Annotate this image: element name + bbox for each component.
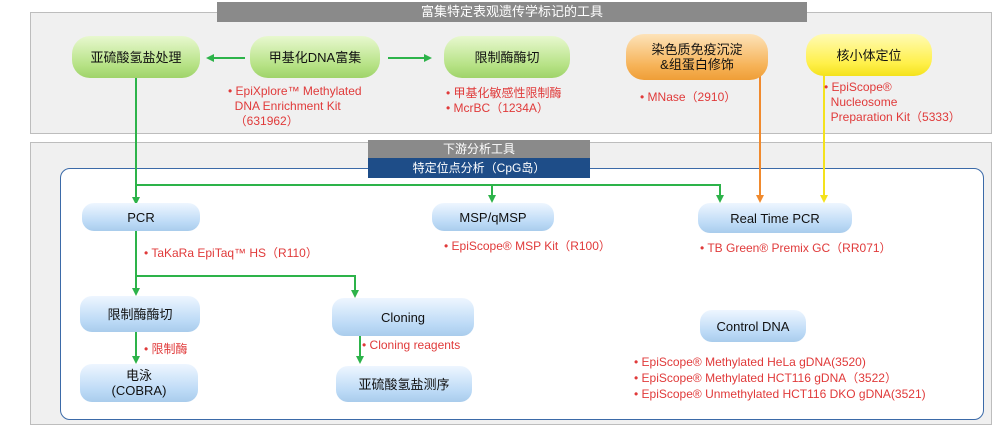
mnase-note: • MNase（2910）: [640, 90, 737, 104]
epixplore-note: • EpiXplore™ Methylated DNA Enrichment K…: [228, 84, 362, 128]
arrow-branch-to-msp: [136, 184, 496, 203]
nucleosome-positioning-node: 核小体定位: [806, 34, 932, 76]
nucleosome-kit-note: • EpiScope® Nucleosome Preparation Kit（5…: [824, 80, 961, 124]
control-dna-list-note: • EpiScope® Methylated HeLa gDNA(3520) •…: [634, 355, 926, 401]
arrow-branch-to-rtpcr: [492, 184, 724, 203]
msp-kit-note: • EpiScope® MSP Kit（R100）: [444, 239, 611, 253]
arrow-pcr-to-cloning: [136, 275, 359, 298]
methylated-dna-enrichment-node: 甲基化DNA富集: [250, 36, 380, 78]
real-time-pcr-node: Real Time PCR: [698, 203, 852, 233]
cloning-reagents-note: • Cloning reagents: [362, 338, 461, 352]
pcr-node: PCR: [82, 203, 200, 231]
bisulfite-treatment-node: 亚硫酸氢盐处理: [72, 36, 200, 78]
cloning-node: Cloning: [332, 298, 474, 336]
restriction-enzyme-note: • 甲基化敏感性限制酶 • McrBC（1234A）: [446, 86, 562, 115]
tb-green-note: • TB Green® Premix GC（RR071）: [700, 241, 892, 255]
bisulfite-sequencing-node: 亚硫酸氢盐测序: [336, 366, 472, 402]
enrichment-header: 富集特定表观遗传学标记的工具: [217, 2, 807, 22]
control-dna-node: Control DNA: [700, 310, 806, 342]
cobra-electrophoresis-node: 电泳 (COBRA): [80, 364, 198, 402]
restriction-digest-bottom-node: 限制酶酶切: [80, 296, 200, 332]
chromatin-ip-node: 染色质免疫沉淀 &组蛋白修饰: [626, 34, 768, 80]
downstream-header: 下游分析工具: [368, 140, 590, 158]
restriction-digest-top-node: 限制酶酶切: [444, 36, 570, 78]
specific-site-header: 特定位点分析（CpG岛）: [368, 158, 590, 178]
msp-qmsp-node: MSP/qMSP: [432, 203, 554, 231]
epitaq-note: • TaKaRa EpiTaq™ HS（R110）: [144, 246, 318, 260]
restriction-note: • 限制酶: [144, 342, 188, 356]
